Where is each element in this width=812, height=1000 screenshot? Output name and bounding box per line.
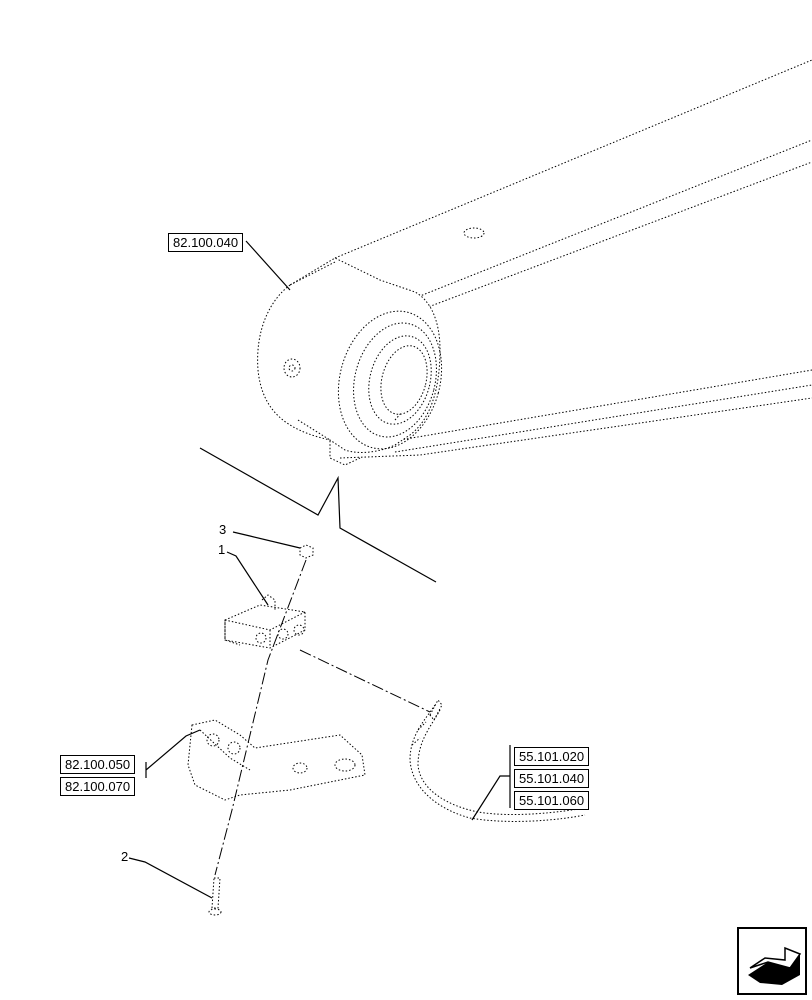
leader-item-2 <box>128 857 213 899</box>
callout-item-2: 2 <box>121 849 129 864</box>
nut <box>299 544 314 559</box>
assembly-line-connector <box>299 649 431 713</box>
ref-55-101-040[interactable]: 55.101.040 <box>514 769 590 788</box>
break-line <box>199 447 437 583</box>
assembly-line-vertical <box>214 559 307 876</box>
callout-item-1: 1 <box>218 542 226 557</box>
pivot-housing <box>257 257 443 466</box>
leader-82-100-050 <box>145 729 201 778</box>
bolt <box>208 877 222 916</box>
wiring-harness <box>409 699 586 822</box>
ref-55-101-020[interactable]: 55.101.020 <box>514 747 590 766</box>
leader-55-101 <box>471 745 511 821</box>
leader-item-1 <box>226 551 269 606</box>
switch-assembly <box>224 594 306 649</box>
leader-item-3 <box>232 531 301 549</box>
ref-82-100-050[interactable]: 82.100.050 <box>60 755 136 774</box>
ref-group-left: 82.100.050 82.100.070 <box>60 755 136 799</box>
leader-82-100-040 <box>245 240 291 291</box>
return-arrow-icon[interactable] <box>737 927 807 995</box>
ref-82-100-070[interactable]: 82.100.070 <box>60 777 136 796</box>
mounting-bracket <box>187 719 366 801</box>
ref-55-101-060[interactable]: 55.101.060 <box>514 791 590 810</box>
ref-group-right: 55.101.020 55.101.040 55.101.060 <box>514 747 590 813</box>
callout-item-3: 3 <box>219 522 227 537</box>
ref-82-100-040[interactable]: 82.100.040 <box>168 233 244 252</box>
